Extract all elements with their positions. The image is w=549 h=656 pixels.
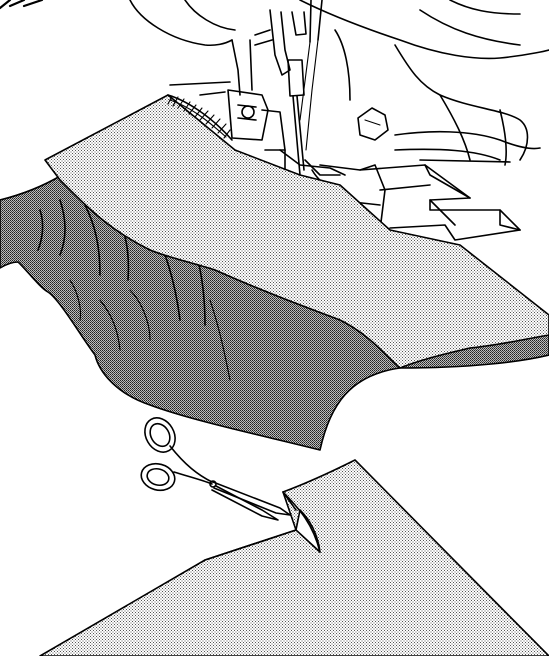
fabric-sheet-icon: [40, 460, 549, 656]
needle-icon: [288, 40, 318, 185]
